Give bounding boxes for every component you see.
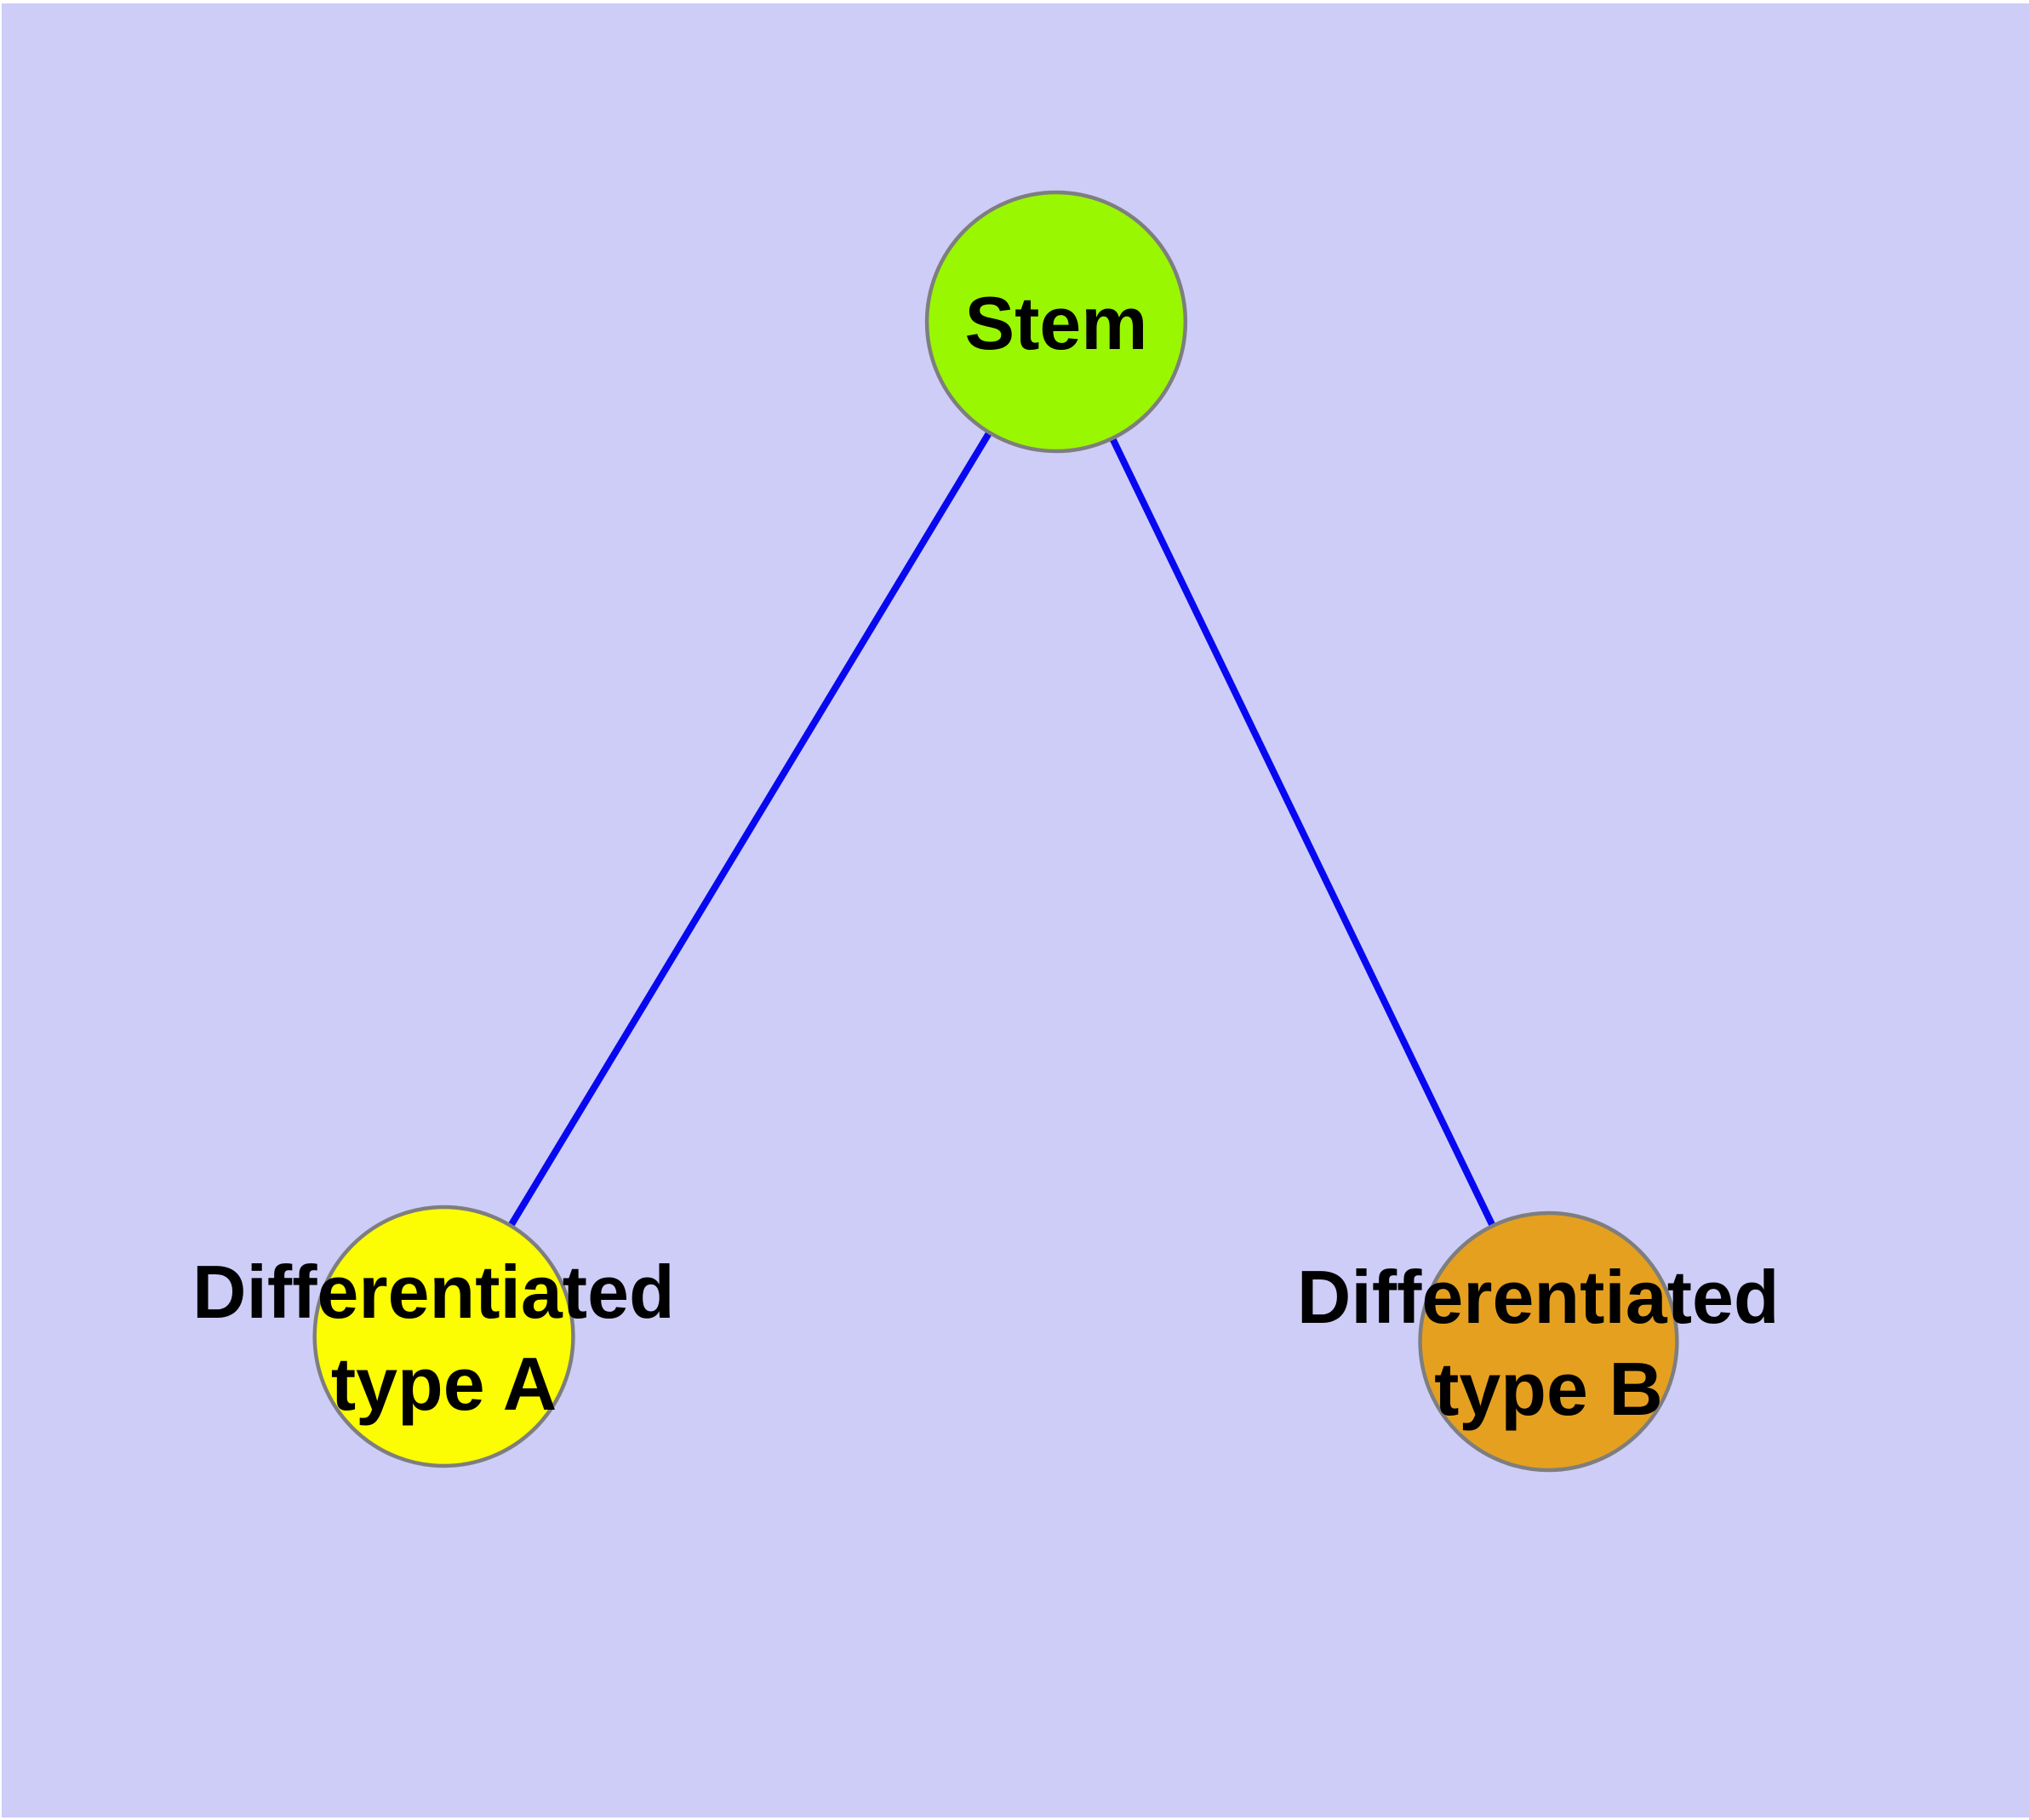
node-differentiated-type-b: Differentiated type B bbox=[1297, 1210, 1800, 1473]
node-differentiated-type-a-circle bbox=[312, 1205, 575, 1468]
plot-background: Stem Differentiated type A Differentiate… bbox=[2, 3, 2029, 1817]
node-differentiated-type-b-circle bbox=[1418, 1210, 1679, 1473]
node-differentiated-type-b-label: Differentiated type B bbox=[1297, 1255, 1800, 1431]
node-differentiated-type-a: Differentiated type A bbox=[192, 1205, 695, 1468]
graph-canvas: Stem Differentiated type A Differentiate… bbox=[192, 190, 1800, 1473]
edge-stem-to-type-b bbox=[1053, 320, 1552, 1343]
node-differentiated-type-b-label-line2: type B bbox=[1434, 1347, 1663, 1431]
node-differentiated-type-b-label-line1: Differentiated bbox=[1297, 1255, 1780, 1339]
node-stem-circle bbox=[924, 190, 1188, 454]
node-differentiated-type-a-label: Differentiated type A bbox=[192, 1250, 695, 1426]
node-stem-label: Stem bbox=[964, 281, 1147, 365]
node-differentiated-type-a-label-line1: Differentiated bbox=[192, 1250, 675, 1334]
node-differentiated-type-a-label-line2: type A bbox=[331, 1342, 557, 1426]
node-stem: Stem bbox=[924, 190, 1188, 454]
edge-stem-to-type-a bbox=[441, 319, 1060, 1339]
node-stem-label-line: Stem bbox=[964, 281, 1147, 365]
